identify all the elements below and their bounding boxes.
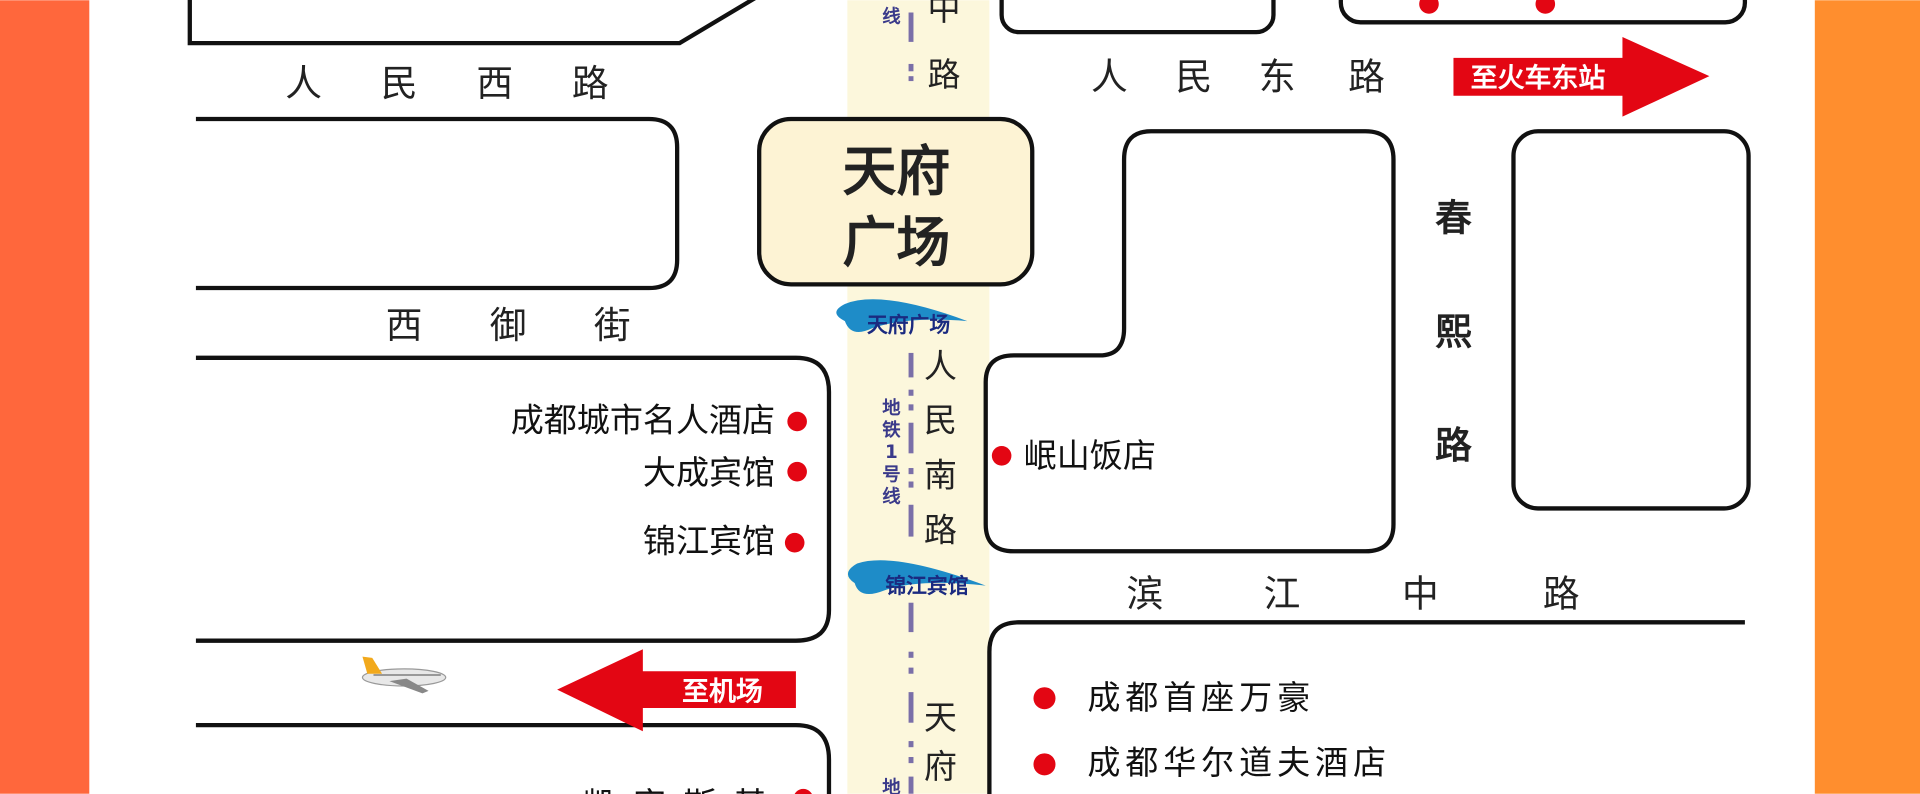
svg-text:中: 中 <box>928 0 961 28</box>
svg-text:凯宾斯基: 凯宾斯基 <box>583 785 784 794</box>
svg-text:地: 地 <box>882 397 901 419</box>
landmark-line2: 广场 <box>842 211 950 274</box>
hotel-west-1[interactable]: 成都城市名人酒店 <box>511 400 807 439</box>
svg-text:人: 人 <box>1091 56 1128 99</box>
svg-text:民: 民 <box>924 400 957 439</box>
landmark-line1: 天府 <box>842 140 950 203</box>
svg-text:路: 路 <box>1543 572 1580 615</box>
svg-text:岷山饭店: 岷山饭店 <box>1024 436 1156 475</box>
road-renmin-south: 人 民 南 路 <box>924 346 957 549</box>
svg-text:路: 路 <box>572 62 609 105</box>
block-north-middle <box>999 0 1276 35</box>
svg-text:府: 府 <box>924 747 957 786</box>
hotel-east-3[interactable]: 成都华尔道夫酒店 <box>1033 743 1390 782</box>
svg-text:铁: 铁 <box>882 419 901 441</box>
road-renmin-east: 人 民 东 路 <box>1091 56 1385 99</box>
hotel-dot <box>1033 753 1056 776</box>
svg-text:人: 人 <box>924 346 957 385</box>
block-west-3 <box>195 723 832 794</box>
svg-text:号: 号 <box>882 464 900 485</box>
svg-text:民: 民 <box>381 62 418 105</box>
road-renmin-west: 人 民 西 路 <box>285 62 608 105</box>
metro-line-label: 地 铁 1 号 线 <box>882 397 901 507</box>
svg-text:路: 路 <box>1435 424 1472 467</box>
hotel-dot <box>794 788 812 794</box>
svg-text:成都城市名人酒店: 成都城市名人酒店 <box>511 400 775 439</box>
svg-text:春: 春 <box>1435 196 1472 239</box>
hotel-dot <box>787 461 807 482</box>
block-northwest <box>187 0 757 46</box>
road-renmin-middle: 中 路 <box>928 0 961 94</box>
svg-text:路: 路 <box>928 55 961 94</box>
station-jinjiang-hotel[interactable]: 锦江宾馆 <box>847 560 986 598</box>
svg-text:1: 1 <box>885 442 898 463</box>
airplane-icon <box>361 656 447 694</box>
svg-text:滨: 滨 <box>1127 572 1164 615</box>
block-south-east <box>987 620 1745 794</box>
block-west-2 <box>195 355 832 643</box>
svg-text:锦江宾馆: 锦江宾馆 <box>643 522 775 561</box>
svg-text:江: 江 <box>1264 572 1301 615</box>
svg-text:至火车东站: 至火车东站 <box>1471 62 1606 94</box>
svg-text:中: 中 <box>1402 572 1439 615</box>
hotel-west-4[interactable]: 凯宾斯基 <box>583 785 813 794</box>
svg-text:成都首座万豪: 成都首座万豪 <box>1087 678 1315 717</box>
svg-text:东: 东 <box>1259 56 1296 99</box>
svg-text:民: 民 <box>1176 56 1213 99</box>
road-xiyu: 西 御 街 <box>386 304 631 347</box>
hotel-dot <box>991 445 1012 466</box>
hotel-dot <box>787 411 807 432</box>
road-tianfu-avenue: 天 府 <box>924 698 957 786</box>
road-chunxi: 春 熙 路 <box>1435 196 1472 467</box>
svg-text:南: 南 <box>924 455 957 494</box>
hotel-west-3[interactable]: 锦江宾馆 <box>643 522 805 561</box>
svg-text:熙: 熙 <box>1435 310 1472 353</box>
svg-text:天府广场: 天府广场 <box>867 313 950 337</box>
road-binjiang: 滨 江 中 路 <box>1127 572 1580 615</box>
svg-text:路: 路 <box>924 510 957 549</box>
svg-text:人: 人 <box>285 62 322 105</box>
station-tianfu-square[interactable]: 天府广场 <box>836 299 968 337</box>
svg-text:御: 御 <box>490 304 527 347</box>
block-east-2 <box>1511 129 1751 511</box>
arrow-left-icon <box>557 649 796 732</box>
svg-text:路: 路 <box>1348 56 1385 99</box>
right-border <box>1814 0 1920 794</box>
block-west-1 <box>195 116 680 291</box>
svg-text:西: 西 <box>386 304 423 347</box>
hotel-east-2[interactable]: 成都首座万豪 <box>1033 678 1315 717</box>
arrow-right-icon <box>1453 37 1710 117</box>
svg-text:街: 街 <box>594 304 631 347</box>
station-swoosh-icon <box>847 560 986 595</box>
hotel-east-1[interactable]: 岷山饭店 <box>991 436 1156 475</box>
metro-label-top: 线 <box>882 5 901 27</box>
hotel-dot <box>1419 0 1439 14</box>
station-swoosh-icon <box>836 299 968 332</box>
svg-text:天: 天 <box>924 698 957 737</box>
svg-text:西: 西 <box>476 62 513 105</box>
hotel-west-2[interactable]: 大成宾馆 <box>643 453 807 492</box>
svg-text:大成宾馆: 大成宾馆 <box>643 453 775 492</box>
svg-text:至机场: 至机场 <box>682 677 763 708</box>
svg-text:成都华尔道夫酒店: 成都华尔道夫酒店 <box>1087 743 1391 782</box>
arrow-to-airport[interactable]: 至机场 <box>557 649 796 732</box>
hotel-dot <box>1535 0 1556 14</box>
block-east-1 <box>983 129 1396 554</box>
tianfu-square-box[interactable] <box>757 116 1035 287</box>
hotel-dot <box>784 532 805 553</box>
hotel-dot <box>1033 687 1056 710</box>
arrow-to-east-station[interactable]: 至火车东站 <box>1453 37 1710 117</box>
svg-text:线: 线 <box>882 485 901 507</box>
metro-label-bottom: 地 <box>882 777 901 794</box>
svg-text:锦江宾馆: 锦江宾馆 <box>885 574 968 598</box>
left-border <box>0 0 90 794</box>
